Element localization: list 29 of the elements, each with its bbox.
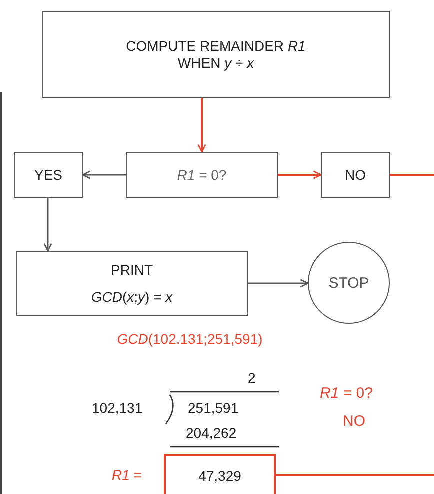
arrow bbox=[82, 170, 126, 180]
example-heading: GCD(102.131;251,591) bbox=[117, 331, 263, 348]
division-number: R1 = 0? bbox=[320, 385, 373, 402]
process-box bbox=[14, 152, 83, 198]
node-label: 47,329 bbox=[198, 468, 242, 485]
node-label: COMPUTE REMAINDER R1 WHEN y ÷ x bbox=[125, 38, 307, 72]
arrow bbox=[44, 198, 52, 252]
node-label: R1 = 0? bbox=[177, 166, 227, 184]
beside-label: R1 = bbox=[112, 467, 142, 484]
division-number: 204,262 bbox=[186, 425, 237, 442]
division-number: 251,591 bbox=[188, 400, 239, 417]
division-number: 2 bbox=[248, 370, 256, 387]
process-box bbox=[16, 251, 248, 316]
flow-line bbox=[276, 474, 434, 476]
decision-box bbox=[126, 152, 278, 198]
node-label: YES bbox=[34, 166, 62, 184]
process-box bbox=[321, 152, 390, 198]
arrow bbox=[198, 98, 206, 153]
result-box bbox=[164, 454, 276, 494]
process-box bbox=[42, 11, 390, 98]
node-label: STOP bbox=[328, 274, 370, 292]
formula-text: GCD(x;y) = x bbox=[91, 288, 173, 306]
node-label: NO bbox=[345, 166, 366, 184]
division-number: 102,131 bbox=[92, 400, 143, 417]
flow-line bbox=[390, 174, 434, 176]
arrow bbox=[248, 279, 309, 288]
division-number: NO bbox=[343, 413, 366, 430]
arrow bbox=[278, 170, 322, 180]
node-label: PRINT bbox=[111, 262, 153, 278]
